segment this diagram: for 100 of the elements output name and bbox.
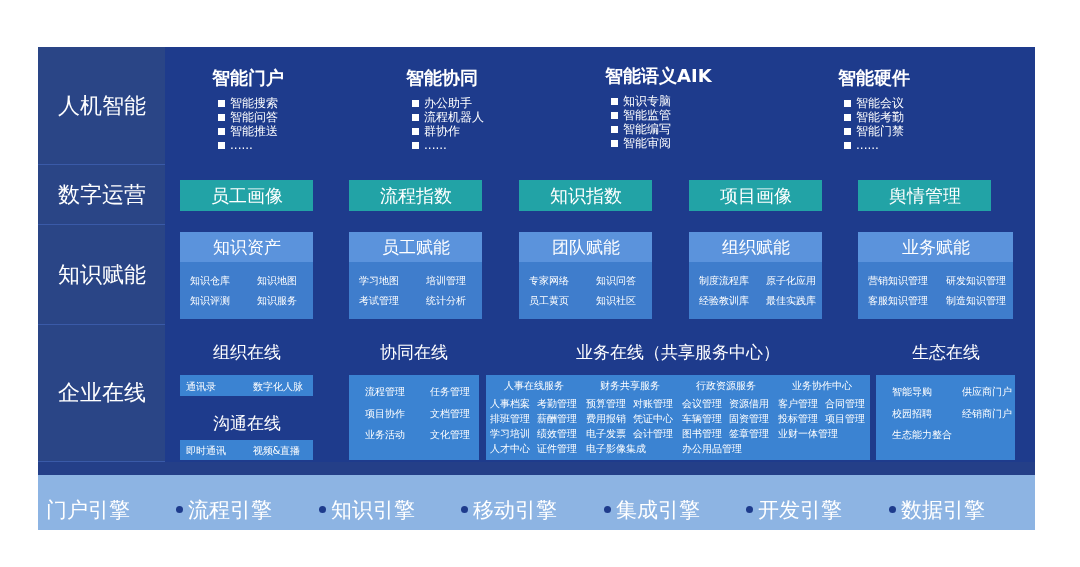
panel-item: 薪酬管理 <box>537 412 577 426</box>
panel-item: 会计管理 <box>633 427 673 441</box>
card-header: 组织赋能 <box>689 232 822 262</box>
card-item: 知识仓库 <box>190 274 230 288</box>
card-item: 员工黄页 <box>529 294 569 308</box>
engine-label: 门户引擎 <box>46 497 130 524</box>
layer-band <box>38 47 1035 165</box>
panel-item: 学习培训 <box>490 427 530 441</box>
engine-label: 数据引擎 <box>900 497 985 524</box>
engine-label: 知识引擎 <box>330 497 415 524</box>
group-heading: 智能门户 <box>212 66 285 90</box>
layer-band <box>38 325 1035 462</box>
panel-item: 智能导购 <box>892 385 932 399</box>
panel-item: 文档管理 <box>430 406 470 421</box>
group-heading: 智能语义AIK <box>605 64 713 88</box>
card-item: 考试管理 <box>359 294 399 308</box>
engine-label: 集成引擎 <box>615 497 700 524</box>
card-header: 知识资产 <box>180 232 313 262</box>
panel-item: 合同管理 <box>825 397 865 411</box>
panel-item: 客户管理 <box>778 397 818 411</box>
panel-item: 图书管理 <box>682 427 722 441</box>
panel-item: 资源借用 <box>729 397 769 411</box>
engine-label: 流程引擎 <box>188 497 273 524</box>
layer-label: 知识赋能 <box>38 225 165 325</box>
panel-item: 绩效管理 <box>537 427 577 441</box>
bullet-item: 智能监管 <box>623 108 671 122</box>
column-header: 业务协作中心 <box>791 379 853 393</box>
panel-item: 电子影像集成 <box>586 442 646 456</box>
bullet-item: ...... <box>856 138 879 152</box>
card-item: 培训管理 <box>425 274 466 288</box>
panel-item: 投标管理 <box>778 412 818 426</box>
panel-item: 人事档案 <box>490 397 530 411</box>
panel-item: 固资管理 <box>729 412 769 426</box>
panel-item: 证件管理 <box>537 442 577 456</box>
card-header: 员工赋能 <box>349 232 482 262</box>
panel-item: 视频&直播 <box>252 444 301 458</box>
group-heading: 组织在线 <box>211 341 282 364</box>
metric-tab: 项目画像 <box>689 180 822 211</box>
card-item: 原子化应用 <box>765 274 816 288</box>
panel-item: 任务管理 <box>430 385 470 399</box>
metric-tab: 员工画像 <box>180 180 313 211</box>
panel-item: 供应商门户 <box>961 385 1012 399</box>
capability-card <box>858 232 1013 319</box>
panel-item: 数字化人脉 <box>252 379 303 394</box>
layer-label: 人机智能 <box>38 47 165 165</box>
bullet-item: 智能审阅 <box>623 136 671 150</box>
capability-card <box>519 232 652 319</box>
card-item: 研发知识管理 <box>945 274 1006 288</box>
metric-tab: 流程指数 <box>349 180 482 211</box>
panel-item: 考勤管理 <box>537 397 577 411</box>
bullet-item: 智能推送 <box>230 124 278 138</box>
card-item: 经验教训库 <box>699 294 749 308</box>
panel-item: 车辆管理 <box>682 412 722 426</box>
panel-item: 预算管理 <box>586 397 626 411</box>
bullet-item: 智能会议 <box>856 96 904 110</box>
panel-item: 经销商门户 <box>961 406 1012 421</box>
card-item: 营销知识管理 <box>868 274 928 288</box>
bullet-item: 智能问答 <box>230 110 278 124</box>
panel-item: 即时通讯 <box>186 444 226 458</box>
panel-item: 校园招聘 <box>892 406 932 421</box>
card-item: 客服知识管理 <box>868 294 928 308</box>
layer-label: 数字运营 <box>38 165 165 225</box>
panel-item: 会议管理 <box>682 397 722 411</box>
bullet-item: 办公助手 <box>424 96 472 110</box>
card-header: 业务赋能 <box>858 232 1013 262</box>
column-header: 人事在线服务 <box>503 379 565 393</box>
card-header: 团队赋能 <box>519 232 652 262</box>
card-item: 知识问答 <box>595 274 636 288</box>
group-heading: 业务在线（共享服务中心） <box>575 341 781 364</box>
bullet-item: 流程机器人 <box>424 110 484 124</box>
metric-tab: 知识指数 <box>519 180 652 211</box>
panel-item: 项目管理 <box>825 412 865 426</box>
card-item: 知识地图 <box>256 274 297 288</box>
bullet-item: ...... <box>230 138 253 152</box>
card-item: 统计分析 <box>425 294 466 308</box>
bullet-item: ...... <box>424 138 447 152</box>
bullet-item: 知识专脑 <box>623 94 671 108</box>
group-heading: 生态在线 <box>910 341 981 364</box>
layer-label: 企业在线 <box>38 325 165 462</box>
panel-item: 生态能力整合 <box>892 428 952 443</box>
card-item: 专家网络 <box>529 274 569 288</box>
bullet-item: 智能搜索 <box>230 96 278 110</box>
engine-label: 开发引擎 <box>758 497 843 524</box>
engine-label: 移动引擎 <box>473 497 558 524</box>
card-item: 知识服务 <box>256 294 297 308</box>
capability-card <box>180 232 313 319</box>
panel-item: 项目协作 <box>365 406 405 421</box>
panel-item: 文化管理 <box>430 428 470 443</box>
column-header: 财务共享服务 <box>599 379 661 393</box>
panel-item: 凭证中心 <box>633 412 673 426</box>
card-item: 知识社区 <box>595 294 636 308</box>
bullet-item: 智能考勤 <box>856 110 904 124</box>
panel-item: 费用报销 <box>586 412 626 426</box>
bullet-item: 群协作 <box>424 124 460 138</box>
group-heading: 协同在线 <box>379 341 449 364</box>
panel-item: 业财一体管理 <box>778 427 838 441</box>
panel-item: 办公用品管理 <box>682 442 742 456</box>
card-item: 制度流程库 <box>699 274 749 288</box>
panel-item: 业务活动 <box>365 428 405 443</box>
bullet-item: 智能门禁 <box>856 124 904 138</box>
